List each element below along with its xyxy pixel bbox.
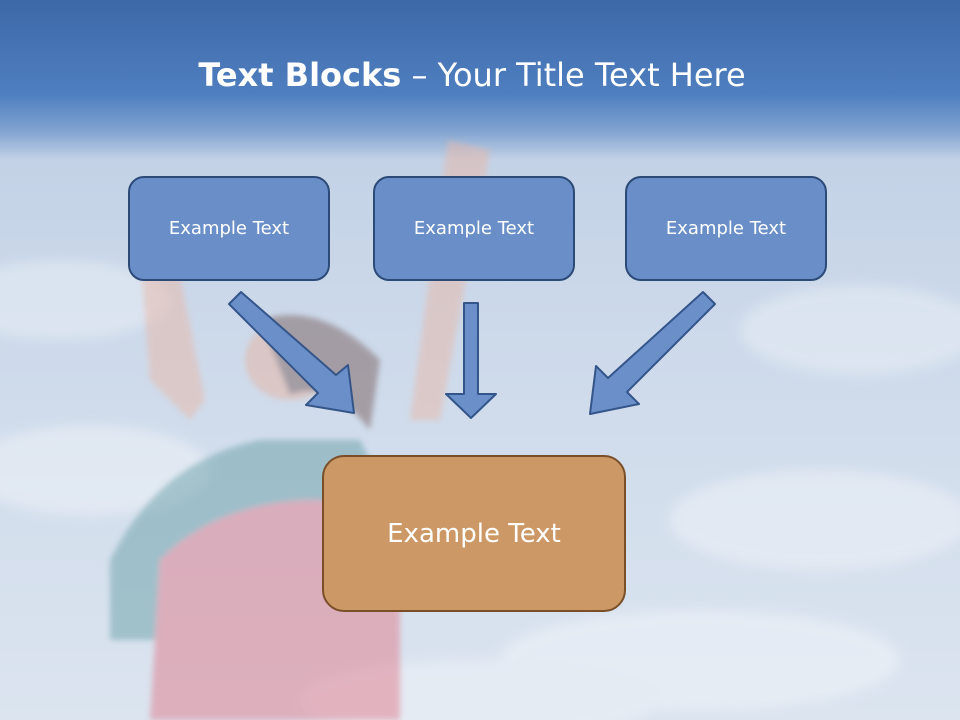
title-rest: Your Title Text Here <box>438 56 746 94</box>
text-block-right[interactable]: Example Text <box>625 176 827 281</box>
text-block-result-label: Example Text <box>387 519 561 549</box>
text-block-right-label: Example Text <box>666 218 786 239</box>
text-block-middle[interactable]: Example Text <box>373 176 575 281</box>
title-dash: – <box>411 56 427 94</box>
title-bold: Text Blocks <box>198 56 401 94</box>
text-block-middle-label: Example Text <box>414 218 534 239</box>
text-block-left[interactable]: Example Text <box>128 176 330 281</box>
text-block-left-label: Example Text <box>169 218 289 239</box>
slide-title: Text Blocks – Your Title Text Here <box>0 54 944 96</box>
text-block-result[interactable]: Example Text <box>322 455 626 612</box>
